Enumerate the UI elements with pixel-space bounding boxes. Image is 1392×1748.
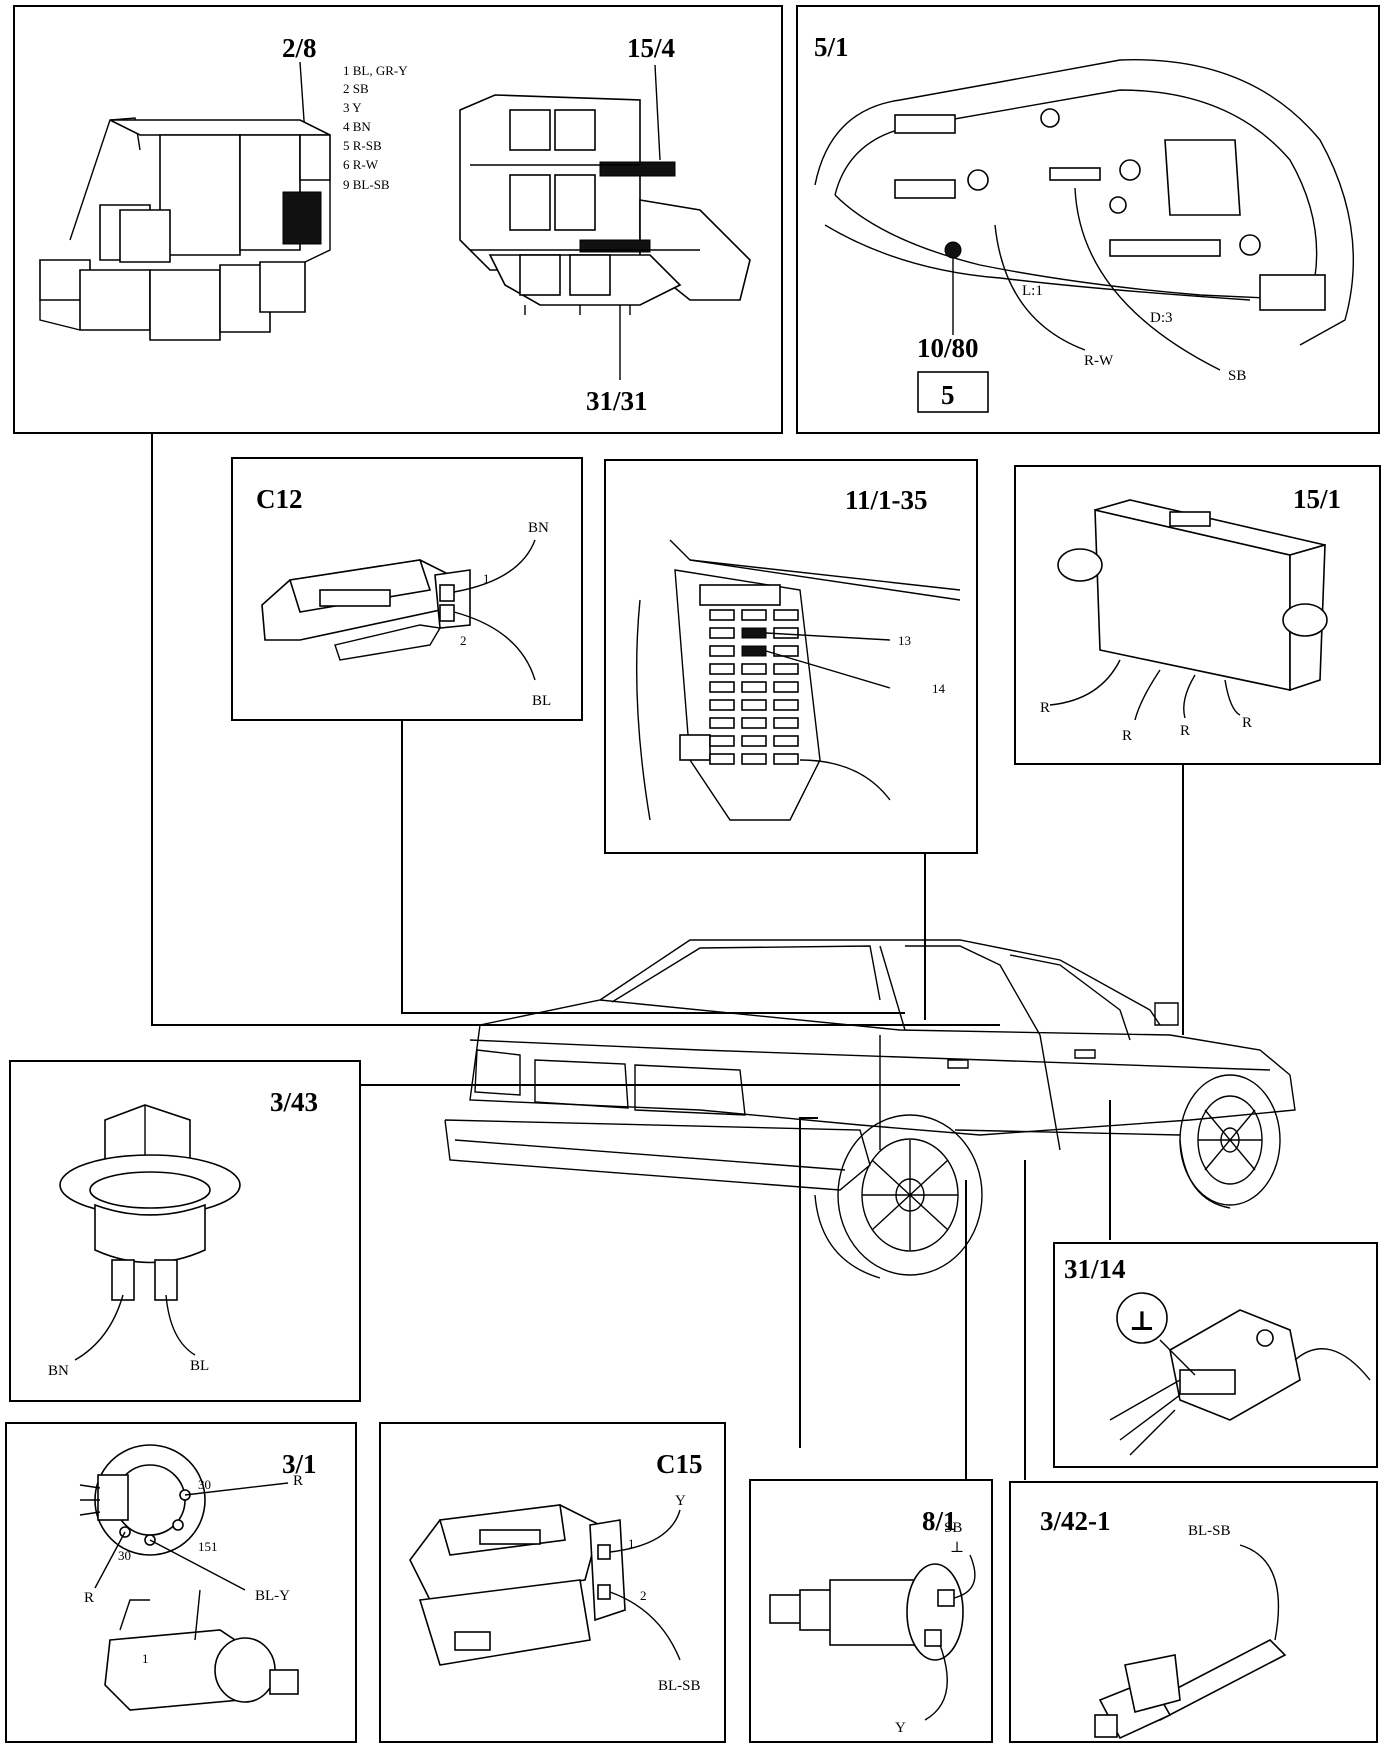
wire-r: R: [1242, 715, 1252, 731]
panel-31-14: 31/14 ⊥: [1053, 1242, 1378, 1468]
connector-c12-drawing: [261, 559, 471, 661]
wire-r-w: R-W: [1084, 353, 1114, 369]
legend-item: 3 Y: [343, 100, 362, 115]
car-illustration: [444, 939, 1296, 1279]
panel-c15: C15 1 2 Y BL-SB: [379, 1422, 726, 1743]
wire-sb: SB: [1228, 368, 1246, 384]
wire-bn: BN: [48, 1363, 69, 1379]
panel-11-1-35-label: 11/1-35: [845, 485, 928, 515]
terminal-30: 30: [118, 1548, 131, 1563]
ground-point-drawing: [1109, 1309, 1371, 1456]
panel-c12: C12 1 2 BN BL: [231, 457, 583, 721]
wire-r: R: [84, 1590, 94, 1606]
wire-bl-y: BL-Y: [255, 1588, 290, 1604]
terminal-151: 151: [198, 1539, 218, 1554]
legend-item: 2 SB: [343, 81, 369, 96]
wire-r: R: [1180, 723, 1190, 739]
panel-c15-label: C15: [656, 1449, 703, 1479]
pin-1: 1: [142, 1651, 149, 1666]
panel-3-43: 3/43 BN BL: [9, 1060, 361, 1402]
panel-8-1: 8/1 SB ⊥ Y: [749, 1479, 993, 1743]
wire-y: Y: [895, 1720, 906, 1736]
panel-8-1-label: 8/1: [922, 1506, 957, 1536]
ground-symbol: ⊥: [950, 1540, 964, 1556]
panel-3-43-label: 3/43: [270, 1087, 318, 1117]
panel-3-1: 3/1 30 30 151 1 R R BL-Y: [5, 1422, 357, 1743]
sensor-3-42-1-drawing: [1094, 1544, 1287, 1740]
panel-3-42-1: 3/42-1 BL-SB: [1009, 1481, 1378, 1743]
panel-c12-label: C12: [256, 484, 303, 514]
leader-lines: [151, 434, 1184, 1480]
wire-bl: BL: [190, 1358, 209, 1374]
panel-15-4-label: 15/4: [627, 33, 675, 63]
wire-bl: BL: [532, 693, 551, 709]
panel-10-80-label: 10/80: [917, 333, 979, 363]
panel-15-1: 15/1 R R R R: [1014, 465, 1381, 765]
legend-item: 1 BL, GR-Y: [343, 63, 408, 78]
legend-item: 9 BL-SB: [343, 177, 390, 192]
wire-legend: 1 BL, GR-Y 2 SB 3 Y 4 BN 5 R-SB 6 R-W 9 …: [343, 63, 408, 192]
wire-y: Y: [675, 1493, 686, 1509]
pin-2: 2: [460, 633, 467, 648]
pin-1: 1: [483, 571, 490, 586]
boxed-number: 5: [941, 380, 955, 410]
panel-2-8-label: 2/8: [282, 33, 317, 63]
fuse-box-drawing: [635, 539, 961, 821]
panel-31-14-label: 31/14: [1064, 1254, 1126, 1284]
terminal-30: 30: [198, 1477, 211, 1492]
fuse-block-drawing: [459, 94, 751, 315]
wire-bn: BN: [528, 520, 549, 536]
wire-sb: SB: [944, 1520, 962, 1536]
wire-bl-sb: BL-SB: [658, 1678, 701, 1694]
legend-item: 4 BN: [343, 119, 371, 134]
panel-31-31-label: 31/31: [586, 386, 648, 416]
pin-1: 1: [628, 1536, 635, 1551]
legend-item: 6 R-W: [343, 157, 379, 172]
pin-2: 2: [640, 1588, 647, 1603]
pin-l1: L:1: [1022, 283, 1043, 299]
pin-d3: D:3: [1150, 310, 1173, 326]
ignition-switch-drawing: [79, 1444, 299, 1711]
wire-r: R: [1122, 728, 1132, 744]
panel-5-1-label: 5/1: [814, 32, 849, 62]
panel-2-8: 2/8 1 BL, GR-Y 2 SB 3 Y 4 BN 5 R-SB 6 R-…: [13, 5, 783, 434]
sensor-8-1-drawing: [769, 1563, 964, 1661]
fuse-14-label: 14: [932, 681, 946, 696]
instrument-cluster-drawing: 10/80 5 L:1 D:3 R-W SB: [814, 59, 1354, 413]
fuse-rows: [709, 609, 799, 765]
control-module-drawing: [1057, 499, 1328, 692]
wire-r: R: [293, 1473, 303, 1489]
wire-r: R: [1040, 700, 1050, 716]
panel-5-1: 5/1 10/80 5 L:1 D:3 R-W: [796, 5, 1380, 434]
wire-bl-sb: BL-SB: [1188, 1523, 1231, 1539]
relay-block-drawing: [39, 117, 331, 341]
legend-item: 5 R-SB: [343, 138, 382, 153]
panel-3-42-1-label: 3/42-1: [1040, 1506, 1111, 1536]
fuse-13-label: 13: [898, 633, 911, 648]
panel-15-1-label: 15/1: [1293, 484, 1341, 514]
ground-symbol: ⊥: [1129, 1306, 1155, 1336]
panel-11-1-35: 11/1-35: [604, 459, 978, 854]
panel-3-1-label: 3/1: [282, 1449, 317, 1479]
